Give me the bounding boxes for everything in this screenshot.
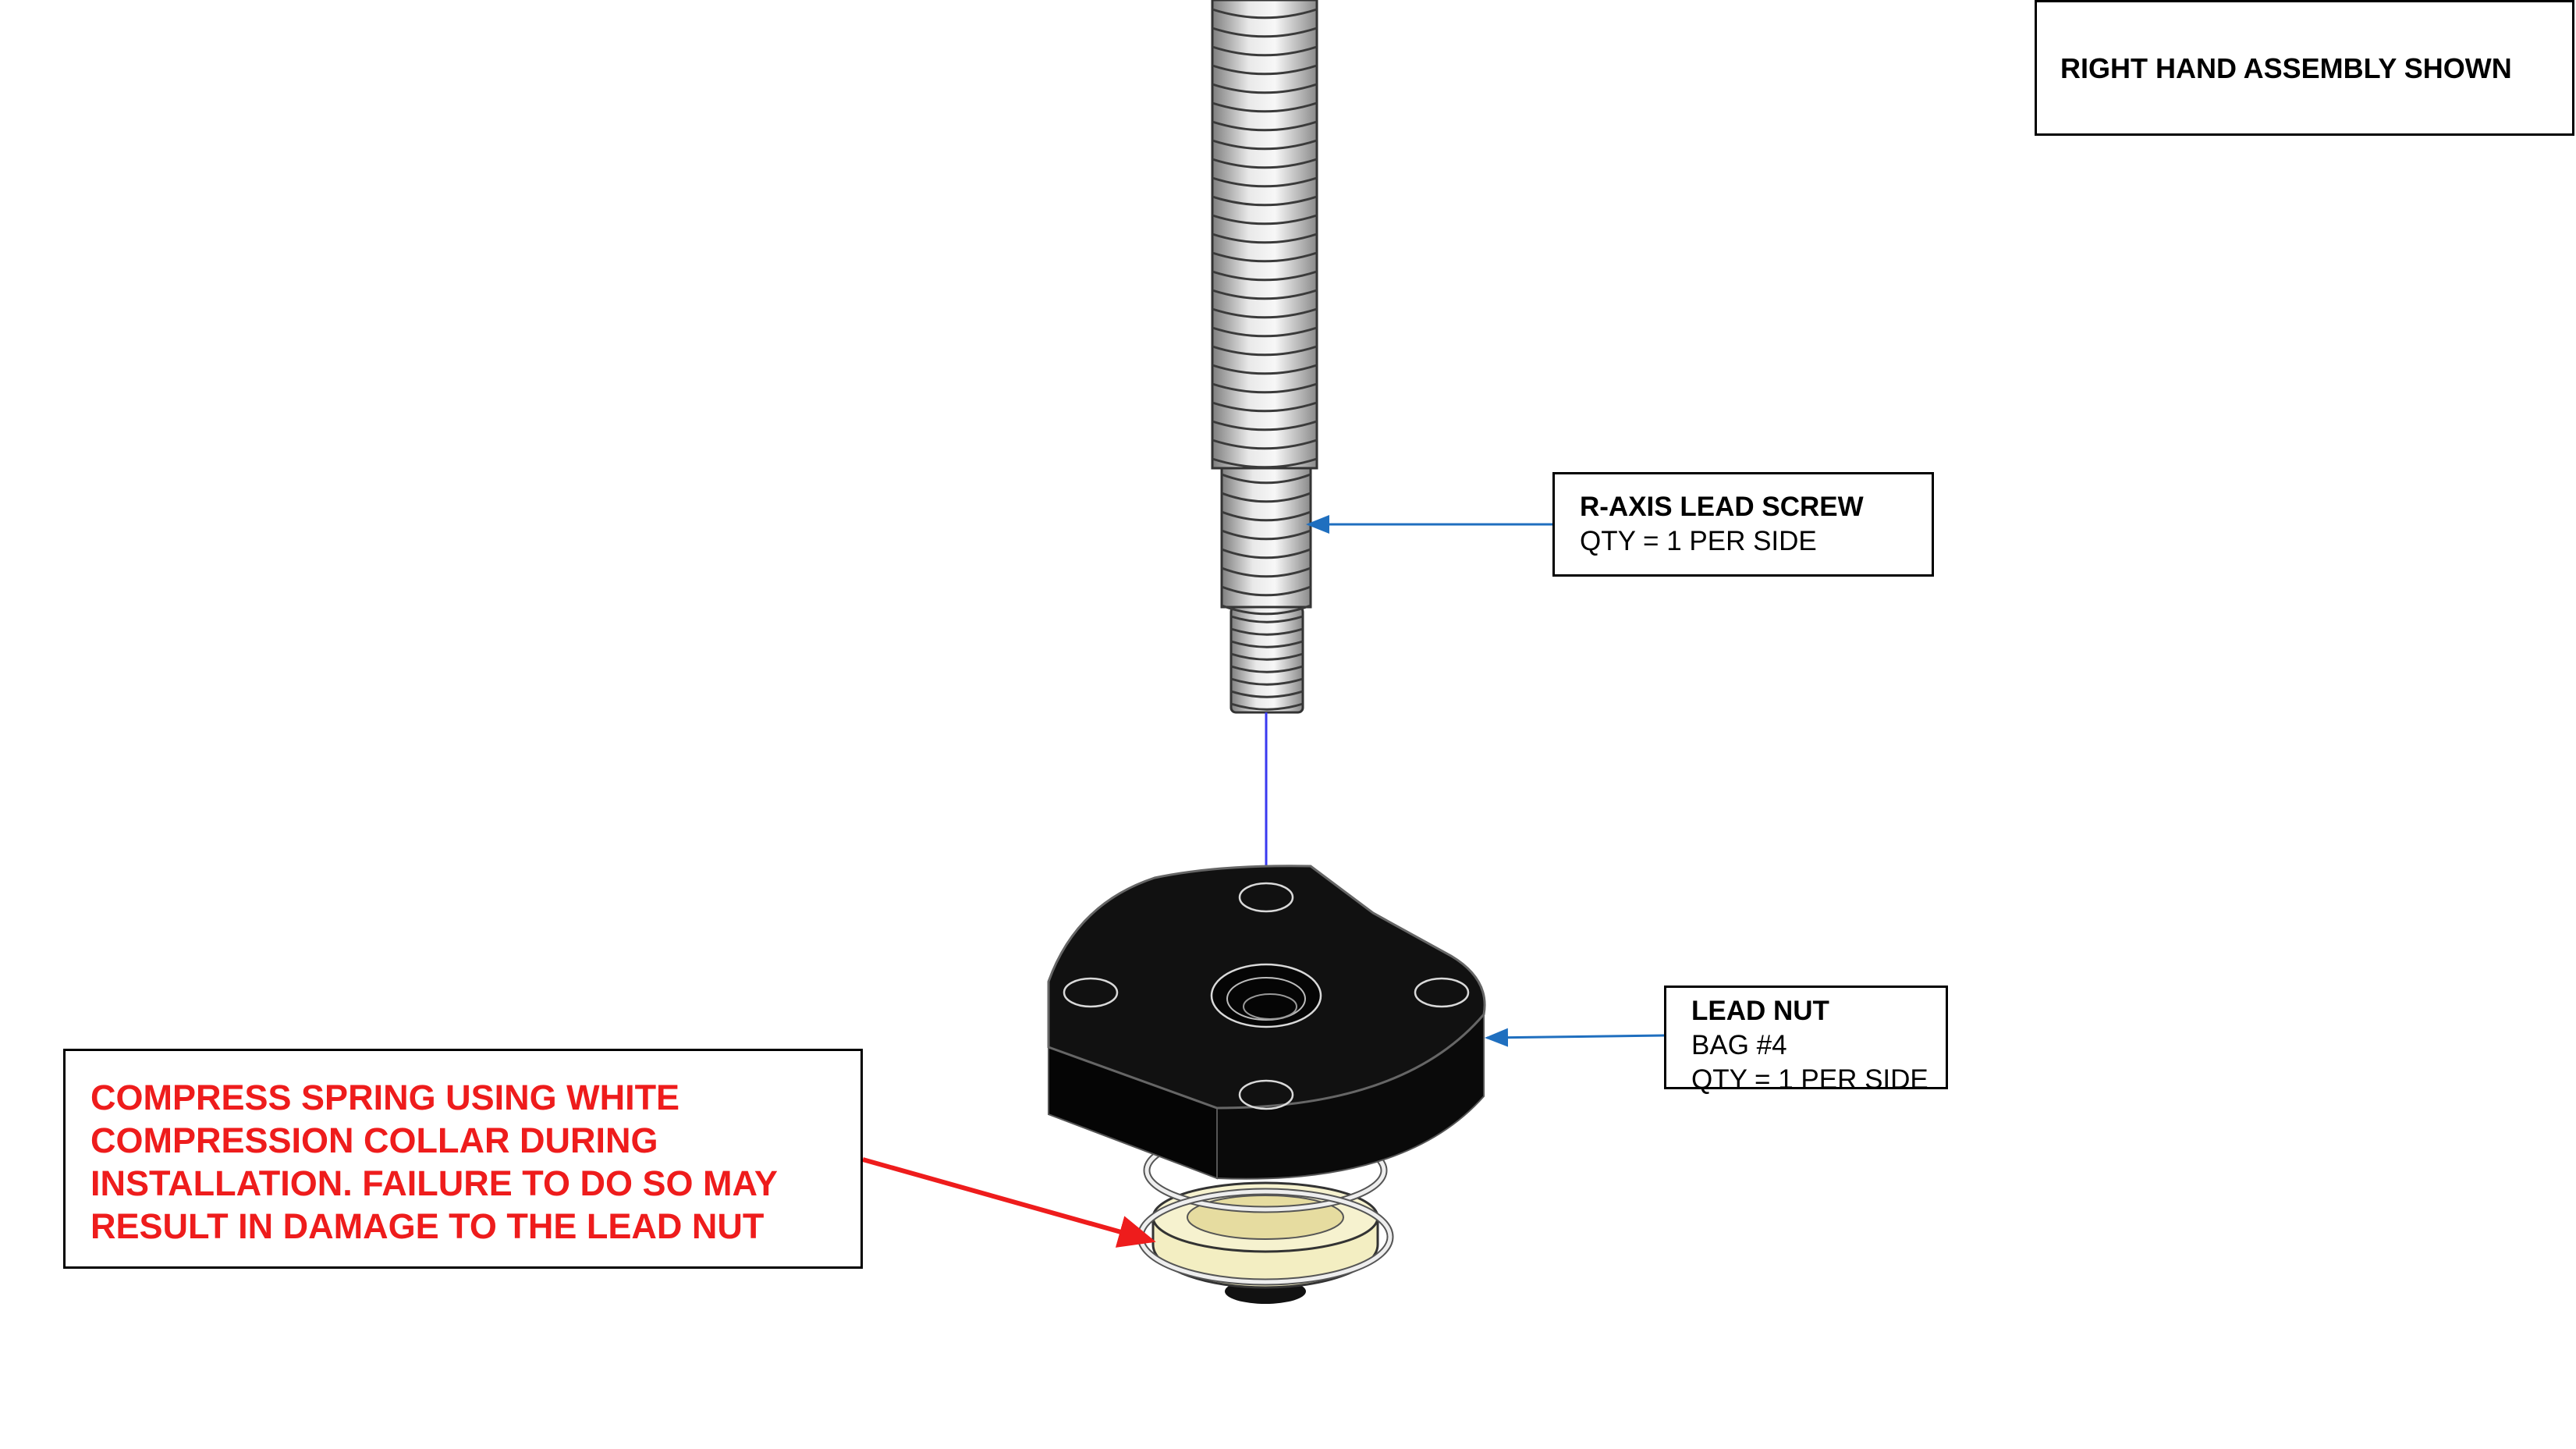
warning-leader [862, 1157, 1156, 1248]
thread-line [1212, 326, 1318, 338]
lead-nut [1047, 865, 1486, 1180]
thread-line [1230, 702, 1304, 711]
thread-line [1212, 214, 1318, 226]
thread-line [1230, 627, 1304, 636]
thread-line [1212, 420, 1318, 432]
thread-line [1212, 195, 1318, 207]
thread-line [1212, 139, 1318, 151]
assembly-title-box: RIGHT HAND ASSEMBLY SHOWN [2035, 0, 2574, 136]
warning-callout: COMPRESS SPRING USING WHITE COMPRESSION … [63, 1049, 863, 1269]
thread-line [1230, 652, 1304, 661]
thread-line [1230, 640, 1304, 648]
thread-line [1221, 585, 1311, 597]
thread-line [1221, 510, 1311, 522]
lead-nut-name: LEAD NUT [1691, 996, 1829, 1026]
thread-line [1221, 548, 1311, 559]
warning-line: INSTALLATION. FAILURE TO DO SO MAY [90, 1163, 778, 1203]
thread-line [1212, 382, 1318, 394]
thread-line [1212, 307, 1318, 319]
thread-line [1212, 176, 1318, 188]
thread-line [1221, 529, 1311, 541]
thread-line [1230, 665, 1304, 673]
warning-line: COMPRESS SPRING USING WHITE [90, 1078, 680, 1117]
thread-line [1212, 401, 1318, 413]
lead-screw-callout: R-AXIS LEAD SCREW QTY = 1 PER SIDE [1552, 472, 1934, 577]
thread-line [1221, 604, 1311, 616]
thread-line [1212, 233, 1318, 244]
lead-nut-leader [1485, 1028, 1665, 1047]
thread-line [1212, 64, 1318, 76]
thread-line [1212, 457, 1318, 469]
warning-line: RESULT IN DAMAGE TO THE LEAD NUT [90, 1206, 765, 1246]
lead-screw [1211, 0, 1318, 714]
thread-line [1212, 101, 1318, 113]
thread-line [1230, 615, 1304, 623]
thread-line [1212, 45, 1318, 57]
thread-line [1212, 270, 1318, 282]
thread-line [1212, 120, 1318, 132]
thread-line [1212, 364, 1318, 375]
lead-nut-bag: BAG #4 [1691, 1030, 1787, 1060]
thread-line [1212, 289, 1318, 300]
thread-line [1212, 439, 1318, 450]
lead-screw-qty: QTY = 1 PER SIDE [1580, 526, 1817, 556]
thread-line [1212, 8, 1318, 20]
thread-line [1230, 677, 1304, 686]
lead-nut-callout: LEAD NUT BAG #4 QTY = 1 PER SIDE [1664, 986, 1948, 1095]
thread-line [1212, 27, 1318, 38]
lead-screw-name: R-AXIS LEAD SCREW [1580, 492, 1864, 522]
thread-line [1230, 690, 1304, 698]
thread-line [1212, 158, 1318, 169]
lead-nut-qty: QTY = 1 PER SIDE [1691, 1064, 1928, 1095]
thread-line [1212, 345, 1318, 357]
thread-line [1212, 251, 1318, 263]
compression-collar [1137, 1128, 1394, 1304]
assembly-title-text: RIGHT HAND ASSEMBLY SHOWN [2060, 52, 2512, 84]
thread-line [1212, 83, 1318, 94]
thread-line [1221, 566, 1311, 578]
thread-line [1221, 473, 1311, 485]
warning-line: COMPRESSION COLLAR DURING [90, 1120, 658, 1160]
thread-line [1221, 492, 1311, 503]
